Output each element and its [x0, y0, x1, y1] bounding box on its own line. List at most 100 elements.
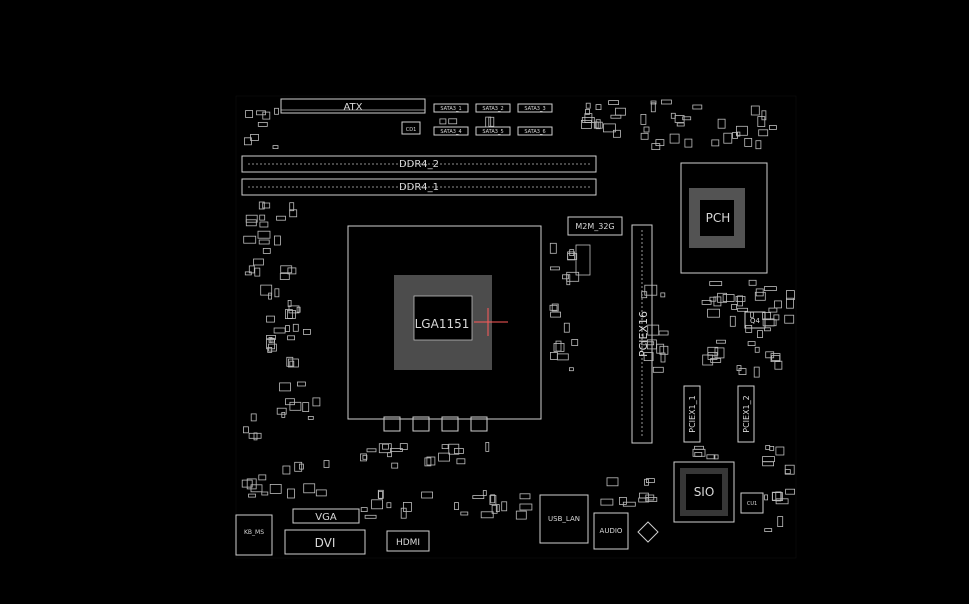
- pciex1-2-label: PCIEX1_2: [742, 395, 751, 432]
- usb-lan-connector[interactable]: USB_LAN: [539, 494, 589, 544]
- passive-components: [241, 99, 795, 532]
- passive-component: [731, 303, 737, 310]
- passive-component: [753, 366, 760, 378]
- passive-component: [656, 343, 665, 354]
- passive-component: [274, 107, 279, 115]
- passive-component: [382, 443, 389, 450]
- passive-component: [276, 407, 287, 415]
- pciex1-slot-1[interactable]: PCIEX1_1: [683, 385, 701, 443]
- passive-component: [784, 464, 795, 475]
- passive-component: [280, 265, 293, 274]
- passive-component: [250, 484, 263, 493]
- passive-component: [717, 118, 726, 129]
- board-outline: [235, 95, 797, 559]
- vga-label: VGA: [315, 512, 337, 523]
- passive-component: [253, 432, 258, 441]
- passive-component: [566, 274, 571, 286]
- passive-component: [732, 131, 738, 139]
- passive-component: [439, 118, 447, 125]
- pciex1-1-label: PCIEX1_1: [688, 395, 697, 432]
- passive-component: [716, 339, 726, 344]
- passive-component: [769, 125, 777, 130]
- pch-chip[interactable]: PCH: [680, 162, 768, 274]
- passive-component: [243, 137, 252, 146]
- passive-component: [764, 319, 777, 327]
- dvi-connector[interactable]: DVI: [284, 529, 366, 555]
- passive-component: [775, 446, 785, 456]
- usb-lan-label: USB_LAN: [548, 515, 580, 523]
- passive-component: [694, 451, 703, 457]
- sata-label-6: SATA3_6: [524, 129, 545, 135]
- passive-component: [569, 249, 575, 257]
- passive-component: [606, 477, 619, 487]
- pch-label: PCH: [706, 211, 731, 225]
- passive-component: [717, 292, 727, 303]
- passive-component: [684, 138, 693, 148]
- passive-component: [757, 330, 763, 339]
- passive-component: [360, 453, 367, 462]
- audio-connector[interactable]: AUDIO: [593, 512, 659, 550]
- passive-component: [243, 235, 257, 244]
- passive-component: [748, 279, 757, 286]
- passive-component: [723, 132, 733, 144]
- passive-component: [768, 307, 778, 313]
- passive-component: [707, 346, 719, 356]
- sata-connectors[interactable]: SATA3_1 SATA3_2 SATA3_3 SATA3_4 SATA3_5 …: [433, 103, 553, 136]
- passive-component: [641, 341, 655, 346]
- passive-component: [519, 493, 531, 500]
- passive-component: [764, 327, 771, 332]
- passive-component: [276, 215, 286, 221]
- passive-component: [490, 494, 496, 504]
- ic-cd1[interactable]: CD1: [401, 121, 421, 135]
- passive-component: [661, 99, 672, 105]
- passive-component: [289, 209, 298, 218]
- sio-chip[interactable]: SIO: [673, 461, 735, 523]
- cpu-label: LGA1151: [415, 317, 470, 331]
- passive-component: [645, 497, 658, 502]
- passive-component: [735, 295, 746, 302]
- ddr4-slot-1[interactable]: DDR4_1: [241, 178, 597, 196]
- passive-component: [701, 299, 712, 305]
- passive-component: [707, 308, 720, 318]
- passive-component: [754, 346, 760, 353]
- passive-component: [287, 309, 296, 319]
- ic-cu1[interactable]: CU1: [740, 492, 764, 514]
- passive-component: [669, 133, 680, 144]
- passive-component: [773, 314, 780, 321]
- passive-component: [786, 290, 795, 301]
- ddr4-2-label: DDR4_2: [399, 159, 439, 170]
- passive-component: [774, 360, 783, 370]
- passive-component: [736, 125, 748, 136]
- passive-component: [737, 307, 748, 312]
- passive-component: [454, 502, 459, 511]
- passive-component: [549, 304, 558, 311]
- pciex16-label: PCIEX16: [637, 311, 650, 357]
- ddr4-slot-2[interactable]: DDR4_2: [241, 155, 597, 173]
- passive-component: [241, 479, 253, 488]
- hdmi-connector[interactable]: HDMI: [386, 530, 430, 552]
- cpu-socket[interactable]: LGA1151: [347, 225, 542, 432]
- passive-component: [769, 445, 775, 451]
- passive-component: [480, 511, 494, 519]
- passive-component: [709, 281, 723, 286]
- passive-component: [386, 502, 392, 509]
- passive-component: [585, 109, 590, 115]
- passive-component: [764, 528, 773, 532]
- passive-component: [713, 454, 719, 460]
- passive-component: [260, 284, 273, 296]
- passive-component: [765, 445, 771, 450]
- atx-connector[interactable]: ATX: [280, 98, 426, 114]
- passive-component: [581, 117, 595, 123]
- m2-slot[interactable]: M2M_32G: [567, 216, 623, 276]
- vga-connector[interactable]: VGA: [292, 508, 360, 524]
- passive-component: [777, 516, 784, 527]
- sata-label-3: SATA3_3: [524, 106, 545, 112]
- pciex16-slot[interactable]: PCIEX16: [631, 224, 653, 444]
- pciex1-slot-2[interactable]: PCIEX1_2: [737, 385, 755, 443]
- passive-component: [785, 488, 795, 495]
- passive-component: [650, 102, 656, 113]
- passive-component: [250, 413, 257, 422]
- passive-component: [246, 478, 257, 490]
- kb-ms-connector[interactable]: KB_MS: [235, 514, 273, 556]
